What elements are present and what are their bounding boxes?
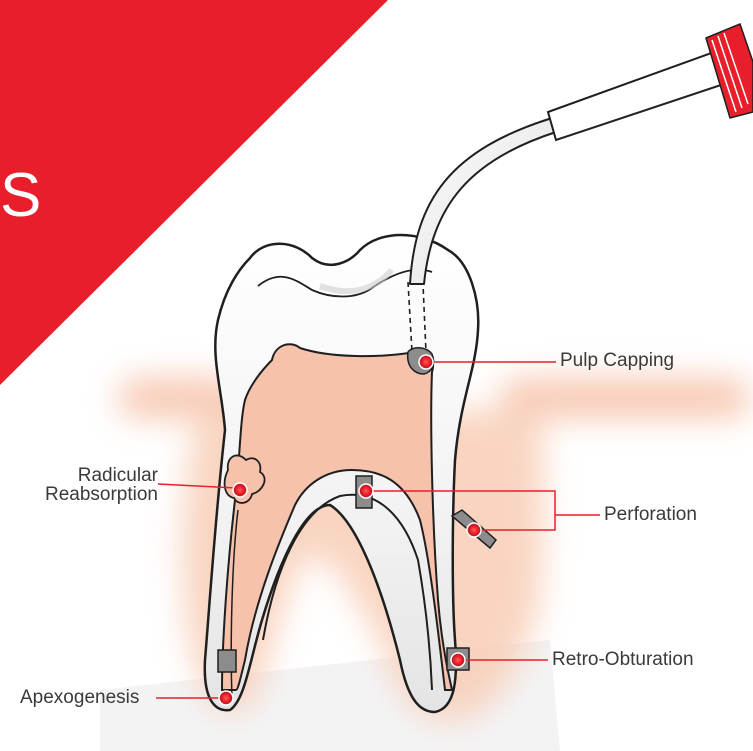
label-radicular-line1: Radicular <box>20 466 158 485</box>
label-radicular-reabsorption: Radicular Reabsorption <box>20 466 158 504</box>
red-dot-marker-icon <box>233 483 247 497</box>
label-pulp-capping: Pulp Capping <box>560 351 674 370</box>
instrument-handle <box>548 52 724 140</box>
red-dot-marker-icon <box>219 691 233 705</box>
label-apexogenesis: Apexogenesis <box>20 688 139 707</box>
red-dot-marker-icon <box>359 484 373 498</box>
apexogenesis-patch <box>218 650 236 672</box>
red-dot-marker-icon <box>419 355 433 369</box>
label-retro-obturation: Retro-Obturation <box>552 650 694 669</box>
banner-letter: S <box>0 160 41 231</box>
red-dot-marker-icon <box>467 523 481 537</box>
red-dot-marker-icon <box>451 653 465 667</box>
ultrasonic-applicator-icon <box>410 24 753 284</box>
label-radicular-line2: Reabsorption <box>20 485 158 504</box>
tooth <box>205 235 478 712</box>
label-perforation: Perforation <box>604 505 697 524</box>
